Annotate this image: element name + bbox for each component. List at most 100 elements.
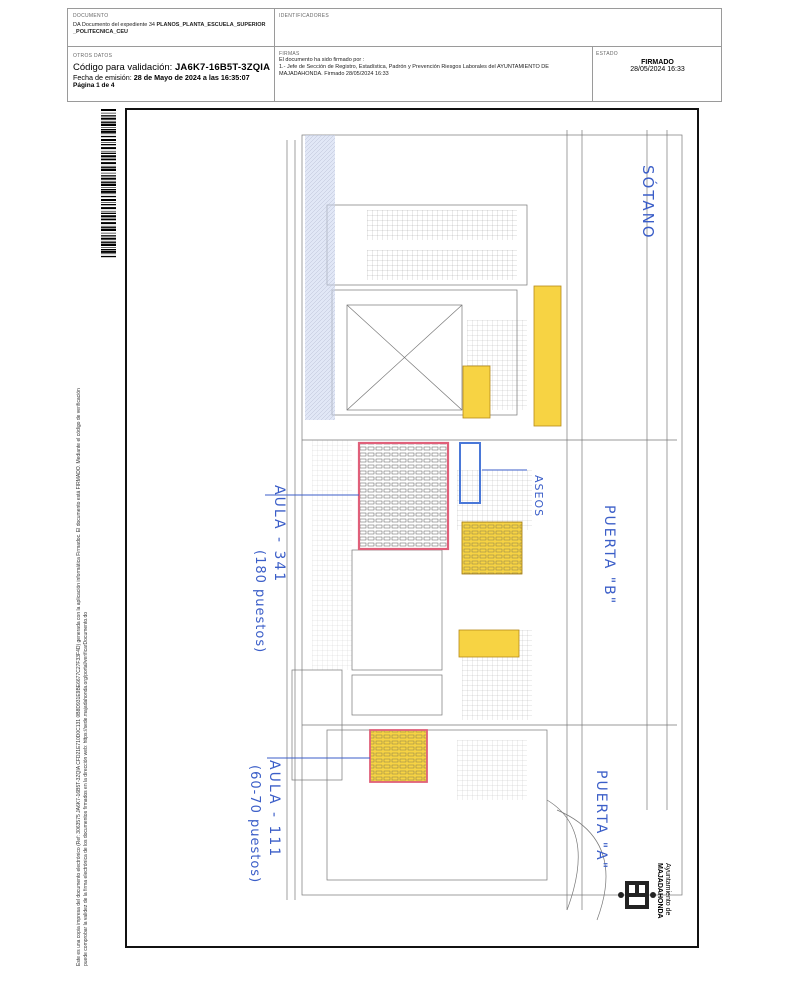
estado-cell: ESTADO FIRMADO 28/05/2024 16:33 xyxy=(596,51,719,73)
barcode-bar xyxy=(101,152,116,154)
codigo-prefix: Código para validación: xyxy=(73,62,175,73)
barcode-bar xyxy=(101,237,116,240)
estado-label: ESTADO xyxy=(596,51,618,57)
identificadores-label: IDENTIFICADORES xyxy=(279,13,330,19)
header-divider xyxy=(592,47,593,101)
annotation-aseos: ASEOS xyxy=(532,475,545,518)
barcode-bar xyxy=(101,187,116,188)
barcode-bar xyxy=(101,165,116,167)
barcode-bar xyxy=(101,199,116,201)
verification-note: Este es una copia impresa del documento … xyxy=(76,388,89,966)
identificadores-cell: IDENTIFICADORES xyxy=(279,13,329,19)
firmas-line2: 1.- Jefe de Sección de Registro, Estadís… xyxy=(279,64,549,77)
room-grid xyxy=(367,210,517,240)
barcode-bar xyxy=(101,155,116,158)
barcode-bar xyxy=(101,162,116,165)
barcode-bar xyxy=(101,182,116,184)
barcode-bar xyxy=(101,189,116,191)
building-outline xyxy=(286,130,683,921)
annotation-sotano: SÓTANO xyxy=(639,165,657,240)
documento-cell: DOCUMENTO DA Documento del expediente 34… xyxy=(73,13,268,36)
firmas-line1: El documento ha sido firmado por : xyxy=(279,57,365,63)
otros-datos-label: OTROS DATOS xyxy=(73,53,113,59)
estado-value: FIRMADO xyxy=(641,59,674,66)
logo-text-1: Ayuntamiento de xyxy=(664,863,671,916)
barcode-bar xyxy=(101,207,116,210)
annotation-puerta-a: PUERTA "A" xyxy=(593,770,609,871)
barcode-bar xyxy=(101,215,116,218)
barcode-bar xyxy=(101,217,116,219)
barcode-bar xyxy=(101,229,116,231)
annotation-aula-111: AULA - 111 xyxy=(266,760,282,859)
highlight-room xyxy=(458,629,520,658)
barcode-bar xyxy=(101,204,116,206)
barcode-bar xyxy=(101,157,116,159)
barcode-bar xyxy=(101,202,116,203)
barcode-bar xyxy=(101,142,116,143)
otros-datos-cell: OTROS DATOS Código para validación: JA6K… xyxy=(73,53,273,89)
barcode-bar xyxy=(101,235,116,237)
barcode-bar xyxy=(101,122,116,124)
issue-date: 28 de Mayo de 2024 a las 16:35:07 xyxy=(133,73,250,82)
firmas-label: FIRMAS xyxy=(279,51,300,57)
aula-111-outline xyxy=(369,729,428,783)
barcode-bar xyxy=(101,112,116,114)
barcode-bar xyxy=(101,249,116,251)
barcode-bar xyxy=(101,247,116,248)
highlight-hatch xyxy=(369,521,523,783)
barcode-bar xyxy=(101,109,116,111)
documento-label: DOCUMENTO xyxy=(73,13,109,19)
room-grid xyxy=(457,740,527,800)
barcode-bar xyxy=(101,150,116,152)
barcode-bar xyxy=(101,117,116,120)
issue-date-line: Fecha de emisión: 28 de Mayo de 2024 a l… xyxy=(73,73,273,82)
floor-plan: SÓTANO ASEOS AULA - 341 (180 puestos) PU… xyxy=(125,108,699,948)
barcode-bar xyxy=(101,242,116,244)
annotation-puerta-b: PUERTA "B" xyxy=(601,505,617,606)
barcode-bar xyxy=(101,184,116,186)
verification-note-line2: puede comprobar la validez de la firma e… xyxy=(82,611,89,966)
firmas-cell: FIRMAS El documento ha sido firmado por … xyxy=(279,51,585,78)
barcode-icon xyxy=(101,109,116,258)
room-grid xyxy=(312,440,352,670)
barcode-bar xyxy=(101,127,116,128)
header-divider xyxy=(274,9,275,101)
barcode-bar xyxy=(101,255,116,258)
barcode-bar xyxy=(101,135,116,138)
shaded-zone-fill xyxy=(305,135,335,420)
verification-note-line1: Este es una copia impresa del documento … xyxy=(76,388,82,966)
room-grid xyxy=(367,250,517,280)
ayuntamiento-logo: Ayuntamiento de MAJADAHONDA xyxy=(617,863,677,925)
annotation-pointers xyxy=(265,469,527,759)
logo-text-2: MAJADAHONDA xyxy=(656,863,663,919)
page-number: Página 1 de 4 xyxy=(73,82,115,89)
highlight-room xyxy=(533,285,562,427)
coat-of-arms-icon xyxy=(618,881,656,909)
barcode-bar xyxy=(101,172,116,174)
barcode-bar xyxy=(101,120,116,122)
barcode-bar xyxy=(101,175,116,177)
barcode-bar xyxy=(101,180,116,182)
annotation-aula-111-capacity: (60-70 puestos) xyxy=(247,765,262,884)
barcode-bar xyxy=(101,210,116,212)
estado-date: 28/05/2024 16:33 xyxy=(630,66,685,73)
barcode-bar xyxy=(101,167,116,169)
validation-code: JA6K7-16B5T-3ZQIA xyxy=(174,62,271,73)
validation-code-line: Código para validación: JA6K7-16B5T-3ZQI… xyxy=(73,62,273,73)
barcode-bar xyxy=(101,177,116,180)
barcode-bar xyxy=(101,115,116,117)
barcode-bar xyxy=(101,144,116,146)
barcode-bar xyxy=(101,139,116,141)
document-header: DOCUMENTO DA Documento del expediente 34… xyxy=(67,8,722,102)
barcode-bar xyxy=(101,159,116,161)
barcode-bar xyxy=(101,147,116,150)
documento-description: DA Documento del expediente 34 PLANOS_PL… xyxy=(73,22,268,36)
barcode-bar xyxy=(101,169,116,171)
barcode-bar xyxy=(101,225,116,227)
documento-name: PLANOS_PLANTA_ESCUELA_SUPERIOR _POLITECN… xyxy=(73,22,266,35)
barcode-bar xyxy=(101,212,116,214)
barcode-bar xyxy=(101,222,116,225)
barcode-bar xyxy=(101,129,116,131)
annotation-aula-341-capacity: (180 puestos) xyxy=(252,550,267,654)
aseos-outline xyxy=(459,442,481,504)
